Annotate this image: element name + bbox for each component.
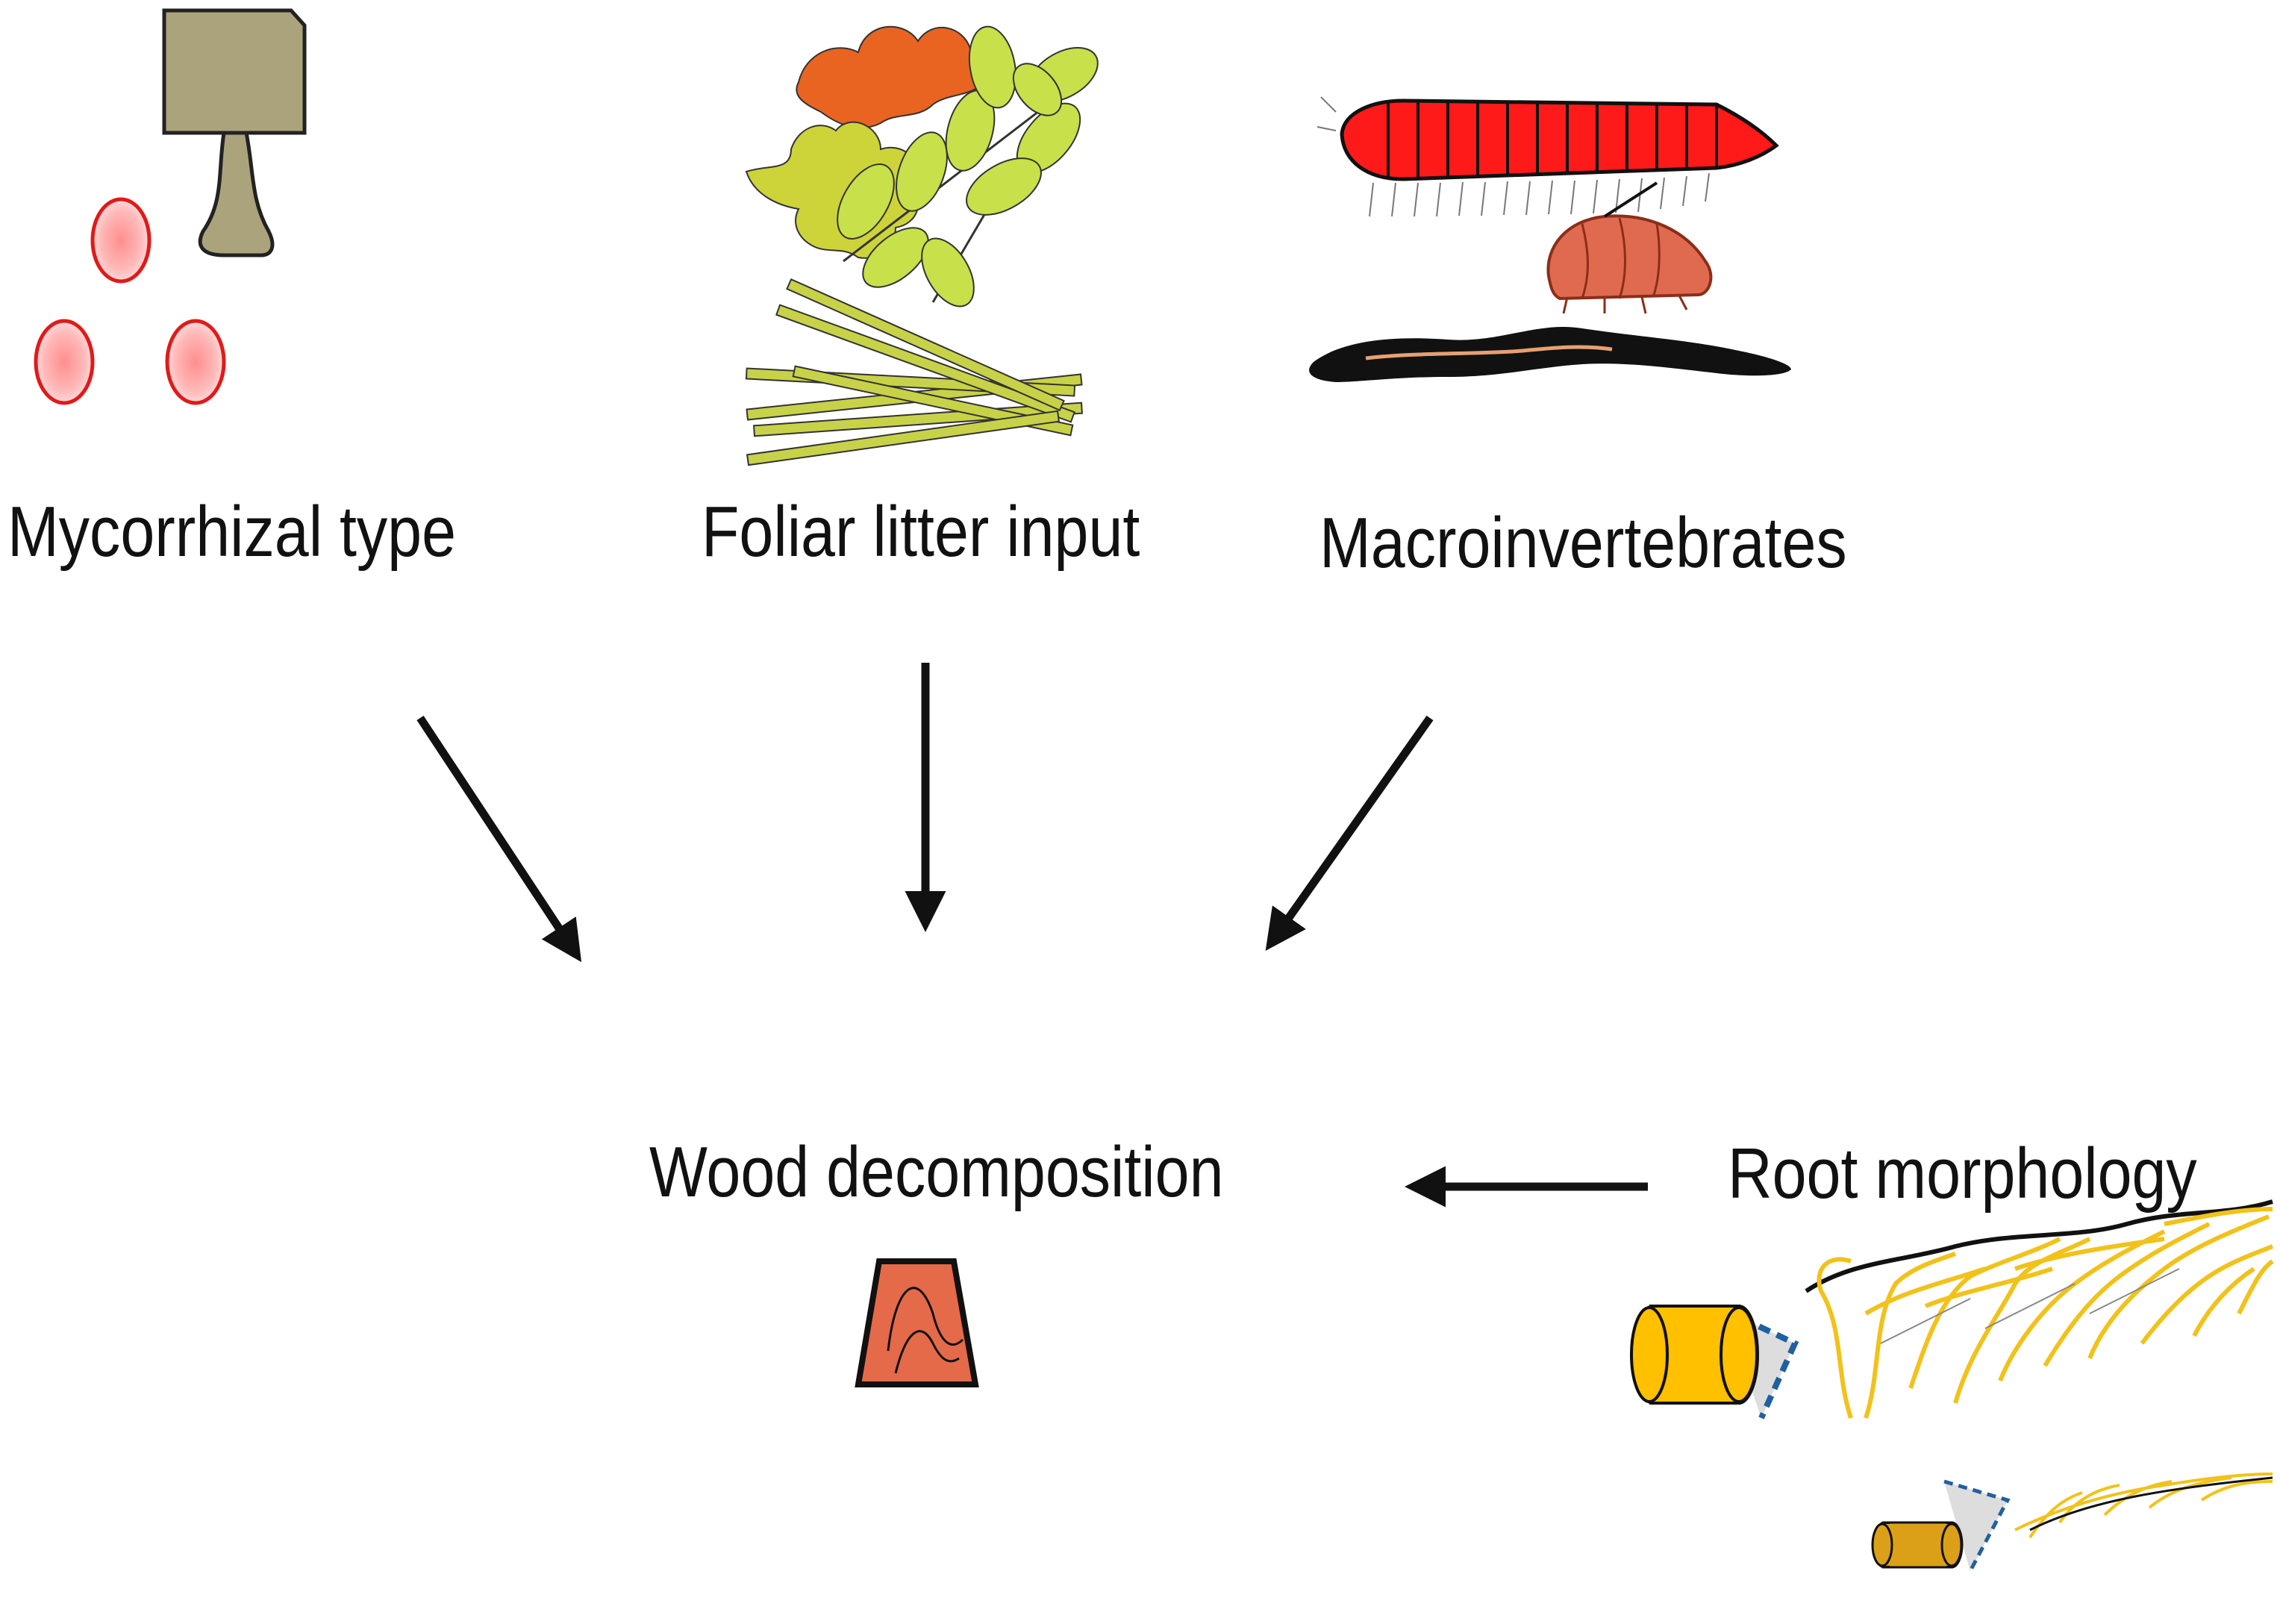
root-system-icon (1630, 1199, 2274, 1573)
node-label-foliar-litter-input: Foliar litter input (702, 492, 1140, 572)
node-label-wood-decomposition: Wood decomposition (649, 1132, 1224, 1212)
leaf-litter-icon (745, 25, 1099, 466)
node-label-macroinvertebrates: Macroinvertebrates (1319, 503, 1847, 583)
node-label-mycorrhizal-type: Mycorrhizal type (7, 492, 457, 572)
wood-block-icon (855, 1258, 979, 1387)
node-label-root-morphology: Root morphology (1728, 1134, 2197, 1214)
arrow-macro-to-wood (1265, 715, 1434, 951)
arrow-mycorrhizal-to-wood (416, 715, 582, 963)
millipede-woodlouse-earthworm-icon (1309, 96, 1791, 382)
mushroom-spores-icon (34, 8, 307, 405)
